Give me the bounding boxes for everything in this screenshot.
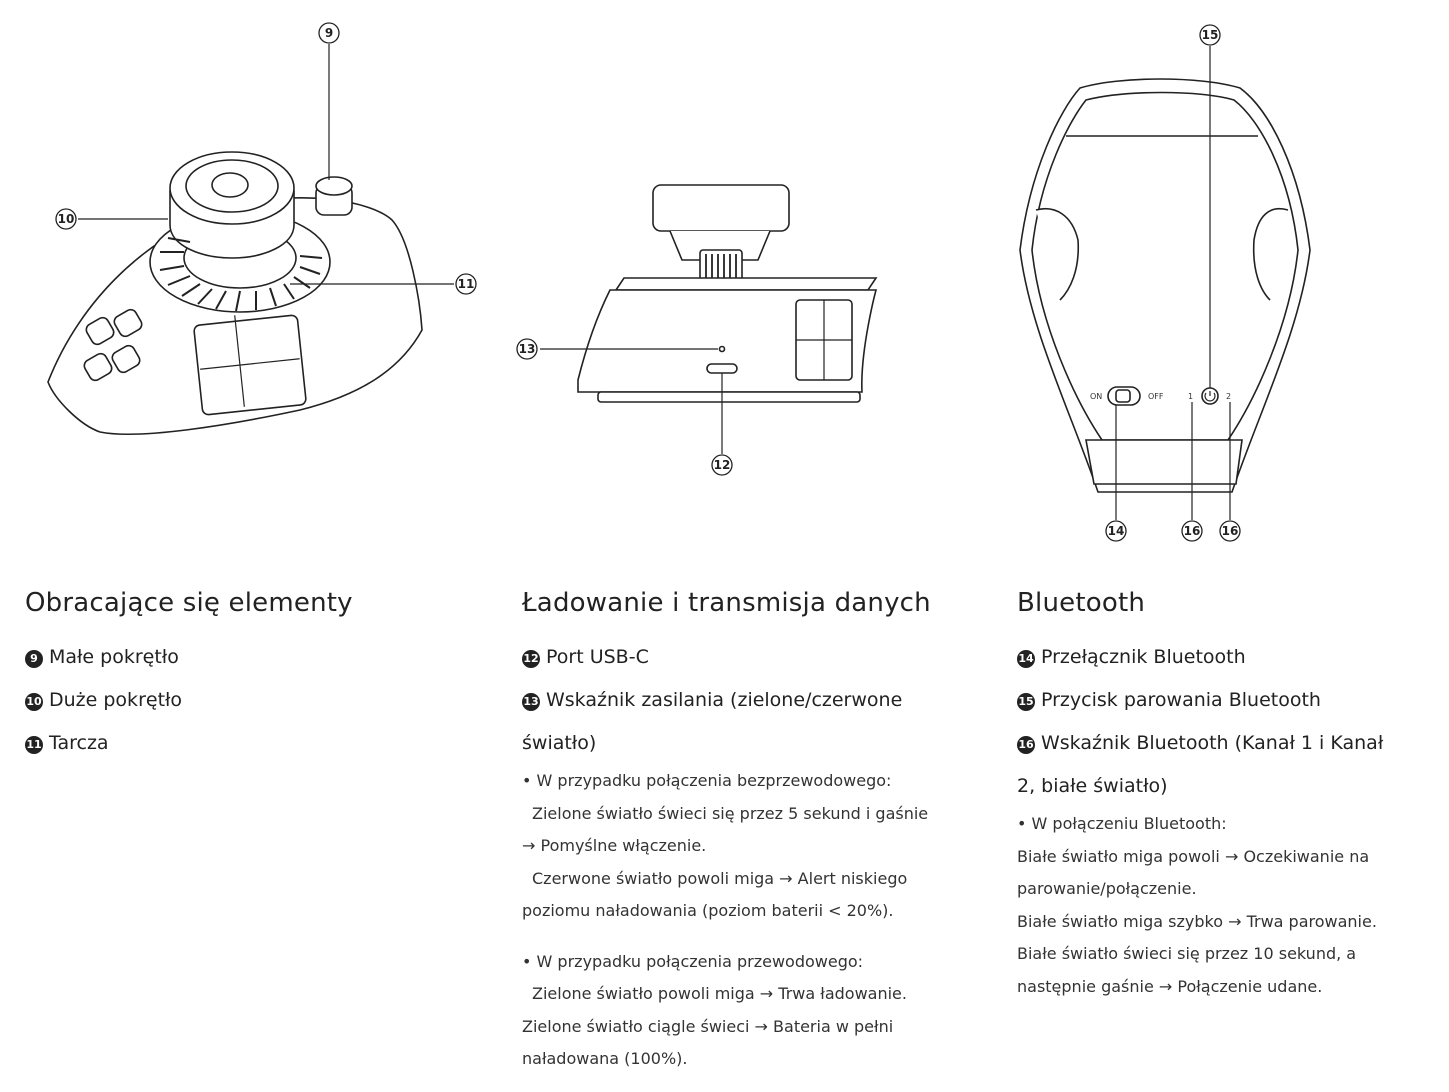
note-line: • W przypadku połączenia bezprzewodowego… bbox=[522, 771, 892, 790]
usb-c-port bbox=[706, 363, 738, 374]
svg-text:14: 14 bbox=[1108, 524, 1125, 538]
note-line: Czerwone światło powoli miga → Alert nis… bbox=[532, 868, 908, 888]
note-line: naładowana (100%). bbox=[522, 1049, 688, 1068]
note-line: poziomu naładowania (poziom baterii < 20… bbox=[522, 901, 894, 920]
note-line: parowanie/połączenie. bbox=[1017, 879, 1197, 898]
device-side-figure: 13 12 bbox=[500, 0, 900, 560]
note-line: Białe światło miga powoli → Oczekiwanie … bbox=[1017, 846, 1370, 866]
callout-16-ch2: 16 bbox=[1219, 520, 1241, 542]
svg-text:16: 16 bbox=[1184, 524, 1201, 538]
note-line: • W przypadku połączenia przewodowego: bbox=[522, 951, 864, 971]
svg-text:15: 15 bbox=[1202, 28, 1219, 42]
callout-16-ch1: 16 bbox=[1181, 520, 1203, 542]
device-bottom-figure: ON OFF 1 2 15 14 16 16 bbox=[1000, 0, 1330, 560]
svg-text:12: 12 bbox=[714, 458, 731, 472]
note-line: Białe światło miga szybko → Trwa parowan… bbox=[1017, 911, 1377, 931]
svg-text:16: 16 bbox=[1222, 524, 1239, 538]
callout-12: 12 bbox=[711, 454, 733, 476]
list-item-continuation: światło) bbox=[522, 732, 597, 754]
callout-10: 10 bbox=[55, 208, 77, 230]
list-item-continuation: 2, białe światło) bbox=[1017, 775, 1168, 797]
note-line: następnie gaśnie → Połączenie udane. bbox=[1017, 976, 1323, 996]
callout-13: 13 bbox=[516, 338, 538, 360]
callout-15: 15 bbox=[1199, 24, 1221, 46]
callout-11: 11 bbox=[455, 273, 477, 295]
note-line: → Pomyślne włączenie. bbox=[522, 836, 707, 855]
button-grid bbox=[193, 314, 307, 416]
section-title-bluetooth: Bluetooth bbox=[1017, 588, 1146, 618]
svg-text:13: 13 bbox=[519, 342, 536, 356]
note-line: Zielone światło ciągle świeci → Bateria … bbox=[522, 1016, 894, 1036]
section-title-rotating: Obracające się elementy bbox=[25, 588, 353, 618]
on-label: ON bbox=[1090, 392, 1102, 401]
power-indicator bbox=[718, 345, 726, 353]
off-label: OFF bbox=[1148, 392, 1164, 401]
note-line: Białe światło świeci się przez 10 sekund… bbox=[1017, 944, 1357, 963]
note-line: • W połączeniu Bluetooth: bbox=[1017, 814, 1227, 833]
channel-2-label: 2 bbox=[1226, 392, 1231, 401]
note-line: Zielone światło świeci się przez 5 sekun… bbox=[532, 803, 929, 823]
svg-text:11: 11 bbox=[458, 277, 475, 291]
svg-text:10: 10 bbox=[58, 212, 75, 226]
channel-1-label: 1 bbox=[1188, 392, 1193, 401]
callout-14: 14 bbox=[1105, 520, 1127, 542]
top-knob bbox=[652, 184, 790, 232]
callout-9: 9 bbox=[318, 22, 340, 44]
device-perspective-figure: 9 10 11 bbox=[0, 0, 480, 560]
section-title-charging: Ładowanie i transmisja danych bbox=[522, 588, 931, 618]
note-line: Zielone światło powoli miga → Trwa ładow… bbox=[532, 984, 907, 1003]
svg-text:9: 9 bbox=[325, 26, 333, 40]
